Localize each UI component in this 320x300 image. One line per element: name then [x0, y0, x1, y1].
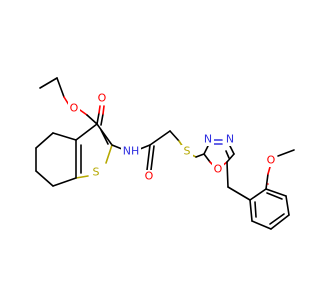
- methoxy-group: [265, 149, 295, 190]
- cyclohexane-ring: [35, 132, 77, 187]
- oxadiazole-nitrogen-left: N: [204, 133, 212, 146]
- methoxy-oxygen: O: [267, 154, 276, 167]
- benzene-ring: [249, 188, 290, 230]
- ester-oxygen-single: O: [70, 102, 79, 115]
- thiophene-sulfur: S: [93, 166, 100, 179]
- benzyl-linker: [226, 161, 251, 201]
- ester-oxygen-double: O: [98, 92, 107, 105]
- molecule-diagram: O O S NH O S O N N O: [35, 77, 295, 230]
- oxadiazole-nitrogen-right: N: [226, 133, 234, 146]
- amide-oxygen: O: [145, 170, 154, 183]
- ethyl-group: [39, 77, 70, 106]
- ester-carbonyl: [79, 105, 105, 126]
- structure-drawing: O O S NH O S O N N O: [35, 77, 295, 230]
- amide-nitrogen: NH: [123, 145, 140, 158]
- oxadiazole-oxygen: O: [214, 163, 223, 176]
- atom-labels: O O S NH O S O N N O: [68, 92, 277, 183]
- thioether-sulfur: S: [184, 145, 191, 158]
- thiophene-ring: [75, 123, 113, 179]
